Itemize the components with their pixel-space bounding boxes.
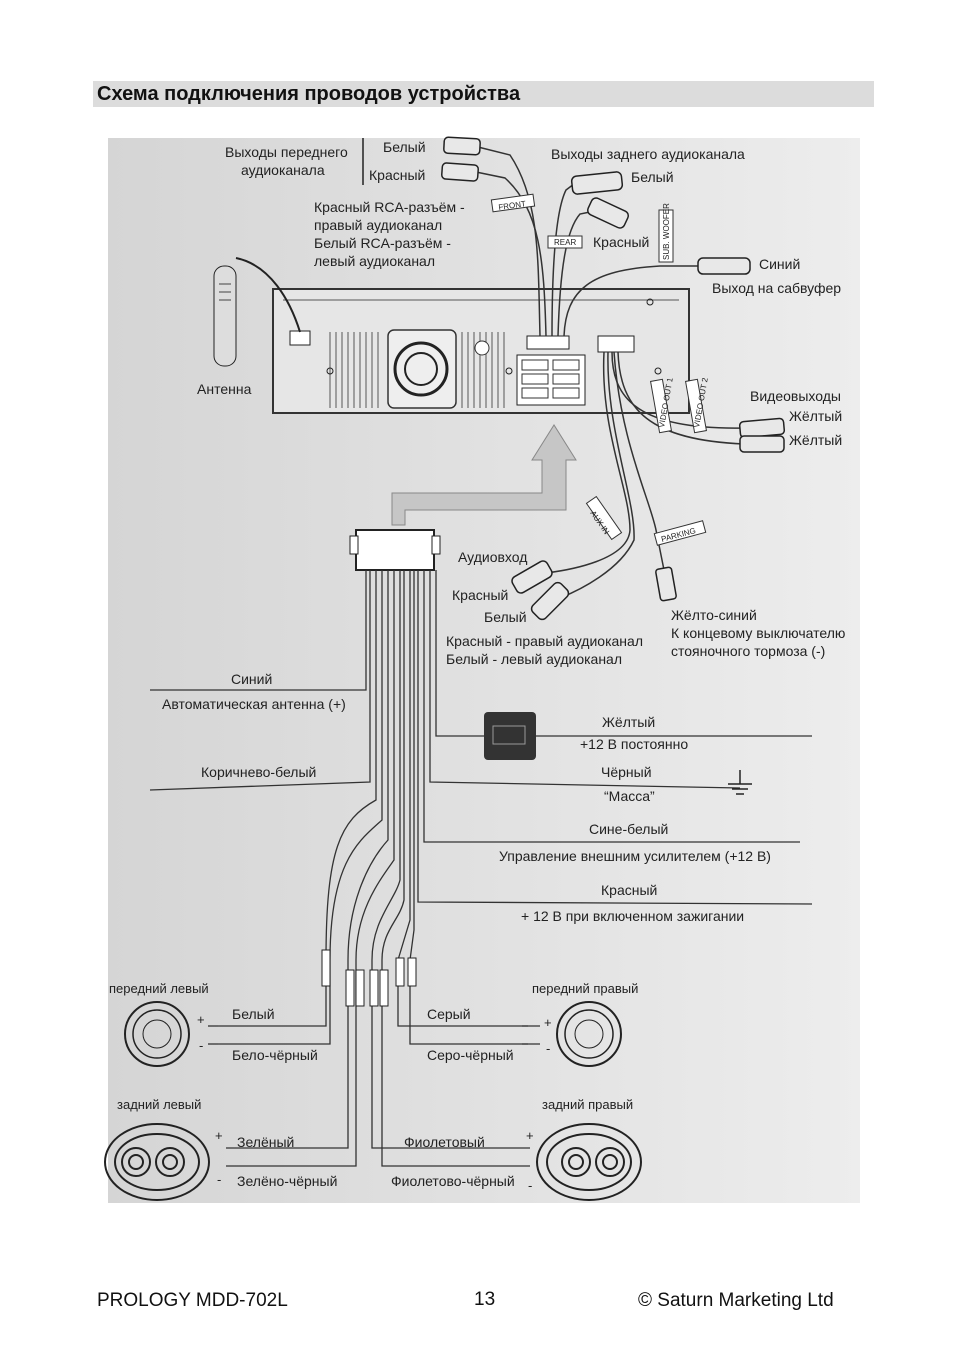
rca-socket: [526, 335, 570, 350]
label-black: Чёрный: [601, 764, 652, 780]
label-wire-white-black: Бело-чёрный: [232, 1047, 318, 1063]
label-wire-green: Зелёный: [237, 1134, 294, 1150]
label-front-left: передний левый: [109, 981, 209, 996]
label-yellow-1: Жёлтый: [789, 408, 842, 424]
tag-subwoofer: SUB. WOOFER: [662, 203, 671, 260]
label-audio-in: Аудиовход: [458, 549, 527, 565]
speaker-rear-right-icon: [536, 1123, 642, 1201]
speaker-leads: [208, 1025, 540, 1045]
label-front-out-2: аудиоканала: [241, 162, 325, 178]
label-rca-3: Белый RCA-разъём -: [314, 235, 451, 251]
plus-rear-right: +: [526, 1128, 534, 1143]
label-park-3: стояночного тормоза (-): [671, 643, 825, 659]
label-red-3: Красный: [452, 587, 508, 603]
label-wire-green-black: Зелёно-чёрный: [237, 1173, 337, 1189]
label-wire-grey-black: Серо-чёрный: [427, 1047, 514, 1063]
tag-rear: REAR: [554, 238, 576, 247]
head-unit: [272, 288, 690, 414]
label-blue-sub: Синий: [759, 256, 800, 272]
label-front-right: передний правый: [532, 981, 638, 996]
ground-icon: [728, 770, 752, 795]
minus-front-left: -: [199, 1038, 203, 1053]
rca-plugs: [441, 136, 751, 275]
speaker-rear-left-icon: [104, 1123, 210, 1201]
label-wire-violet: Фиолетовый: [404, 1134, 485, 1150]
label-video-out: Видеовыходы: [750, 388, 841, 404]
label-yellow: Жёлтый: [602, 714, 655, 730]
iso-connector: [349, 529, 441, 571]
label-rear-left: задний левый: [117, 1097, 201, 1112]
label-red: Красный: [601, 882, 657, 898]
label-antenna: Антенна: [197, 381, 252, 397]
antenna-socket: [289, 330, 311, 346]
label-ground: “Масса”: [604, 788, 655, 804]
label-blue: Синий: [231, 671, 272, 687]
insert-arrow: [391, 424, 577, 526]
label-rear-out: Выходы заднего аудиоканала: [551, 146, 745, 162]
label-wire-white: Белый: [232, 1006, 275, 1022]
video-aux-cables: [545, 351, 745, 599]
label-12v-constant: +12 В постоянно: [580, 736, 688, 752]
footer-page-number: 13: [474, 1289, 496, 1310]
screw-icons: [326, 298, 662, 375]
minus-rear-left: -: [217, 1172, 221, 1187]
section-title: Схема подключения проводов устройства: [97, 83, 521, 105]
footer-model: PROLOGY MDD-702L: [97, 1290, 288, 1311]
label-park-2: К концевому выключателю: [671, 625, 845, 641]
speaker-front-left-icon: [124, 1001, 190, 1067]
labels: Выходы переднего аудиоканала Белый Красн…: [109, 138, 845, 1193]
label-rca-2: правый аудиоканал: [314, 217, 442, 233]
label-park-1: Жёлто-синий: [671, 607, 757, 623]
label-rca-4: левый аудиоканал: [314, 253, 435, 269]
label-white-2: Белый: [631, 169, 674, 185]
fuse-box: [484, 712, 536, 760]
label-front-out: Выходы переднего: [225, 144, 348, 160]
minus-rear-right: -: [528, 1178, 532, 1193]
label-aux-2: Белый - левый аудиоканал: [446, 651, 622, 667]
label-blue-white: Сине-белый: [589, 821, 668, 837]
label-sub-out: Выход на сабвуфер: [712, 280, 841, 296]
label-brown-white: Коричнево-белый: [201, 764, 316, 780]
label-rca-1: Красный RCA-разъём -: [314, 199, 465, 215]
iso-connector-socket: [516, 354, 586, 406]
antenna-plug: [213, 257, 301, 367]
label-red-2: Красный: [593, 234, 649, 250]
label-ignition: + 12 В при включенном зажигании: [521, 908, 744, 924]
plus-front-right: +: [544, 1015, 552, 1030]
label-wire-violet-black: Фиолетово-чёрный: [391, 1173, 515, 1189]
label-rear-right: задний правый: [542, 1097, 633, 1112]
plus-rear-left: +: [215, 1128, 223, 1143]
label-red-1: Красный: [369, 167, 425, 183]
label-auto-antenna: Автоматическая антенна (+): [162, 696, 346, 712]
tag-front: FRONT: [498, 199, 527, 212]
section-header: Схема подключения проводов устройства: [93, 81, 874, 107]
cable-tags: [490, 193, 674, 263]
minus-front-right: -: [546, 1041, 550, 1056]
label-yellow-2: Жёлтый: [789, 432, 842, 448]
speaker-front-right-icon: [556, 1001, 622, 1067]
label-white-1: Белый: [383, 139, 426, 155]
label-wire-grey: Серый: [427, 1006, 471, 1022]
video-socket: [597, 335, 635, 353]
fan: [393, 341, 449, 397]
label-aux-1: Красный - правый аудиоканал: [446, 633, 643, 649]
footer-copyright: © Saturn Marketing Ltd: [638, 1290, 834, 1311]
label-amp-control: Управление внешним усилителем (+12 В): [499, 848, 771, 864]
wire-fuses: [321, 949, 417, 1007]
plus-front-left: +: [197, 1012, 205, 1027]
label-white-3: Белый: [484, 609, 527, 625]
